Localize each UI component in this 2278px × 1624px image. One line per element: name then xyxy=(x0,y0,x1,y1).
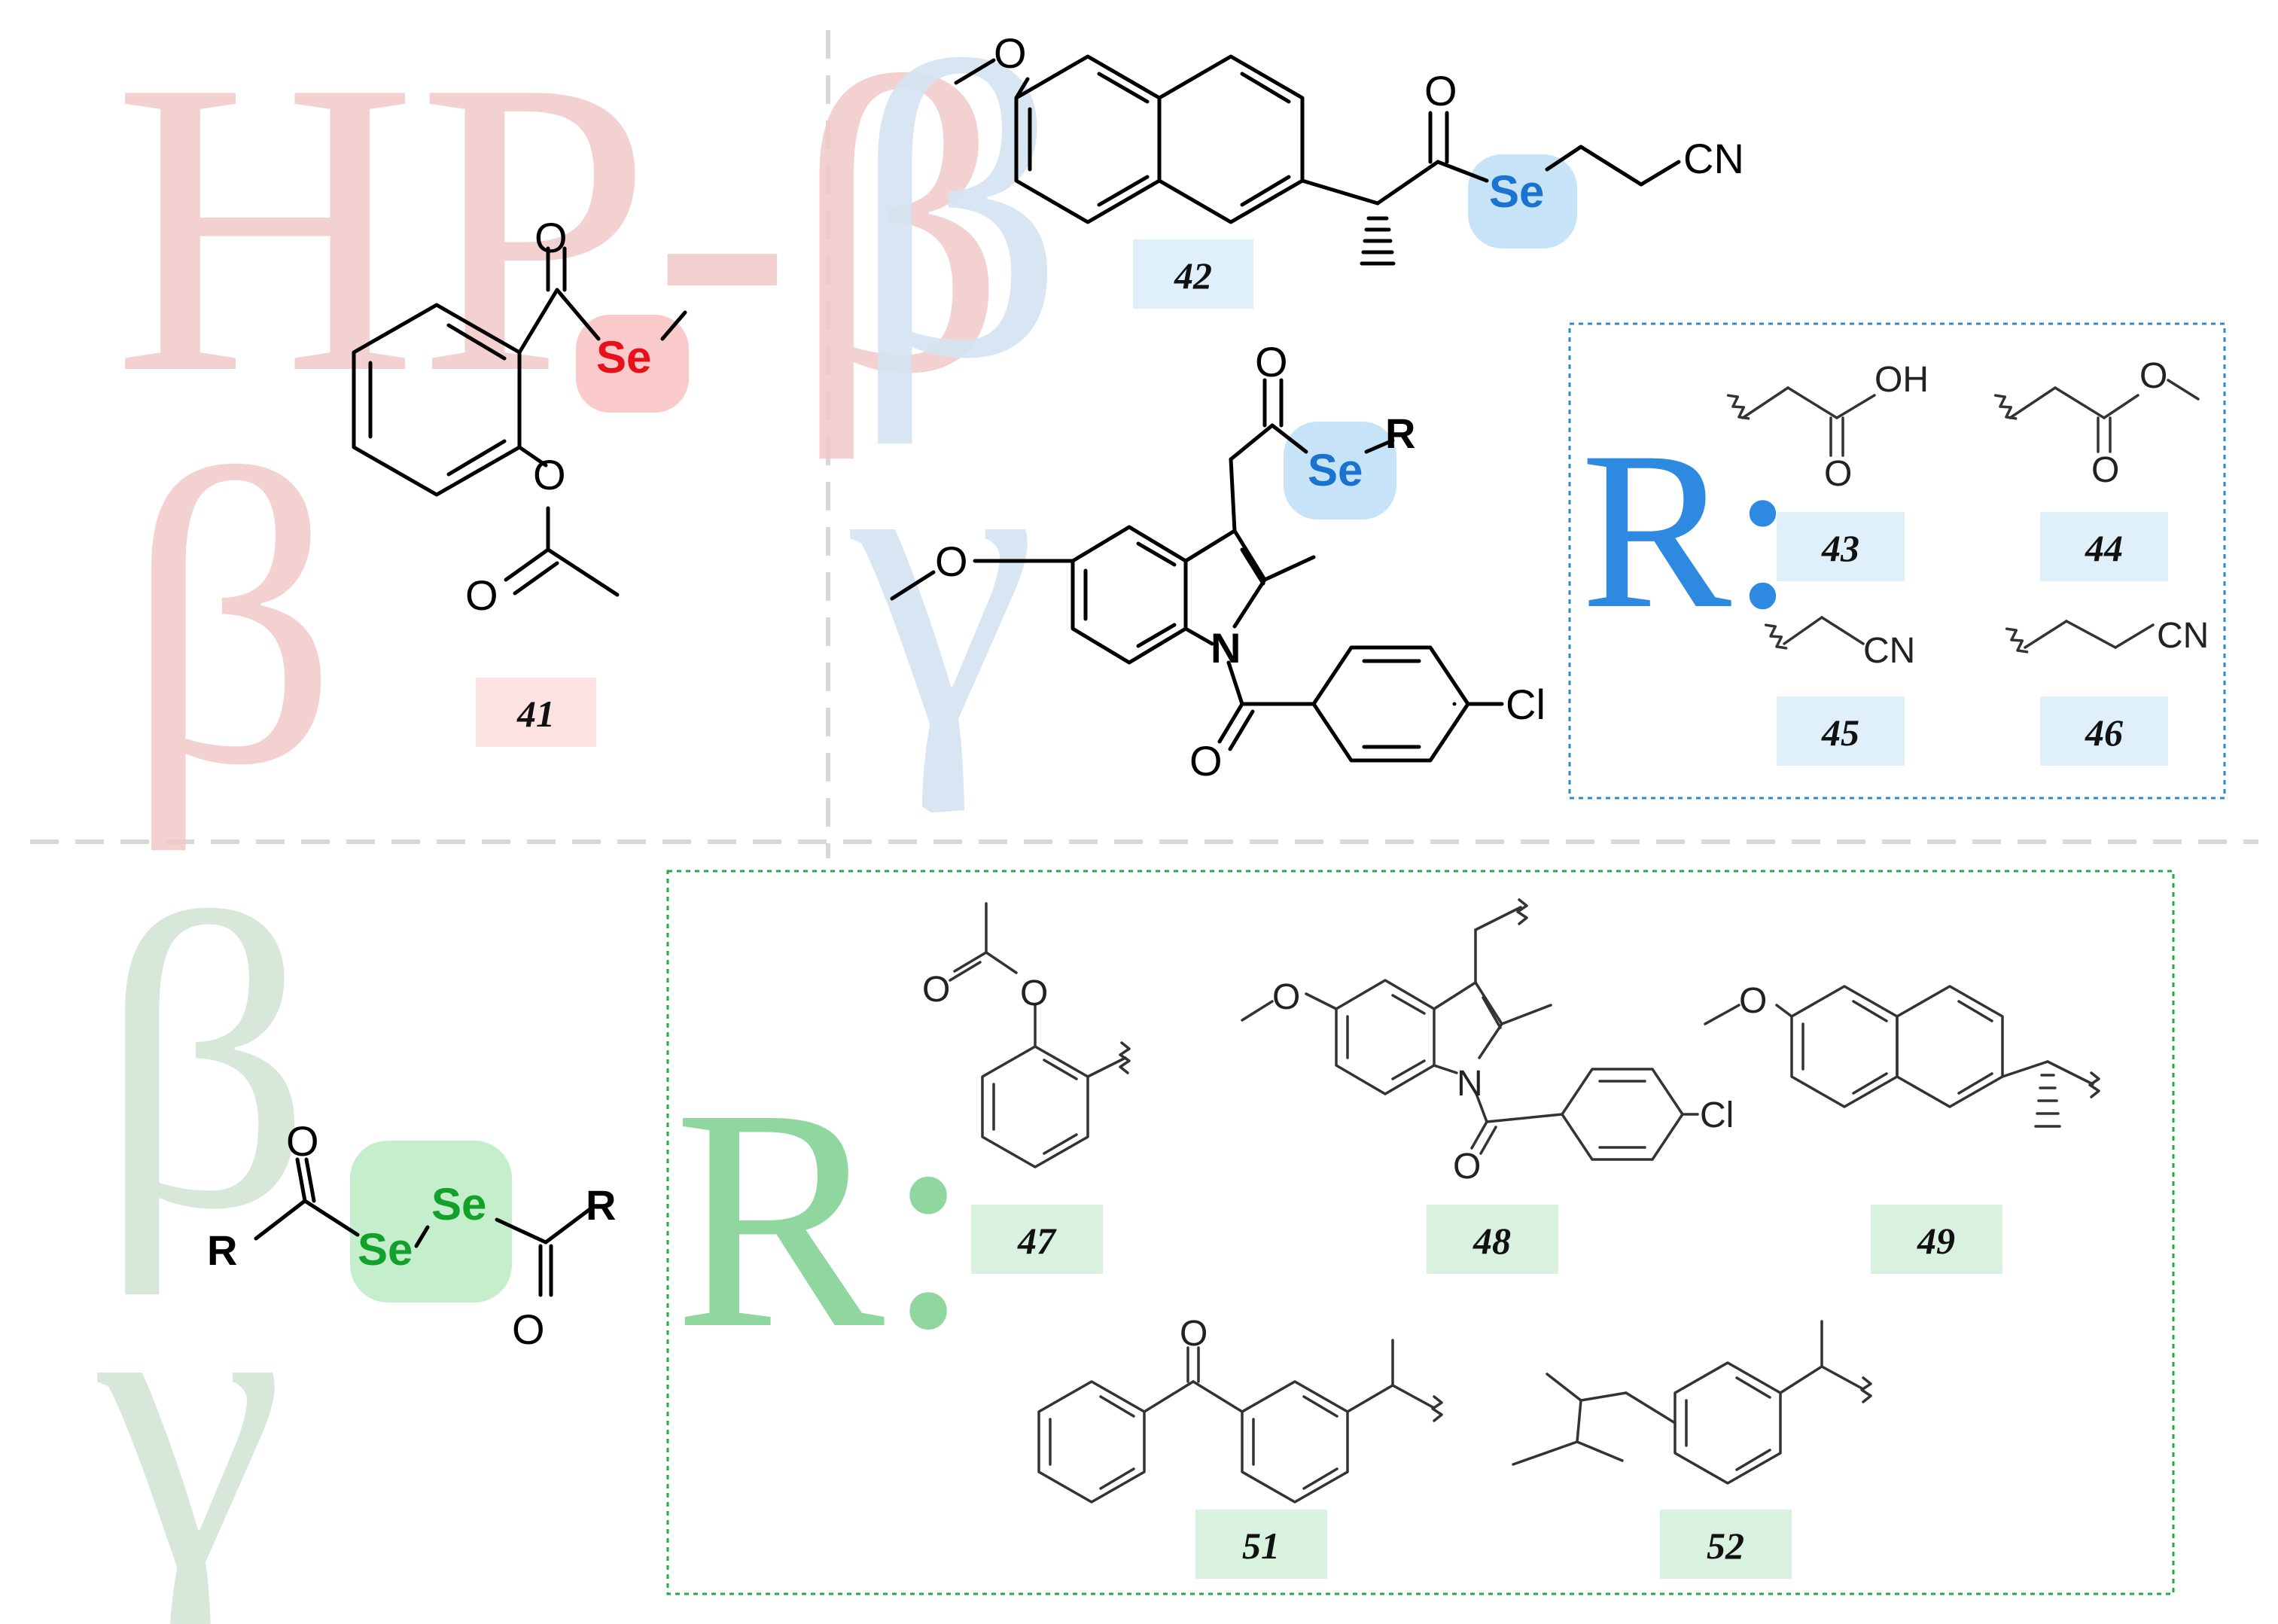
atom-cl: Cl xyxy=(1700,1095,1734,1135)
r-label-blue: R: xyxy=(1581,405,1794,655)
watermark-gamma-q3: γ xyxy=(91,1191,284,1624)
label-51: 51 xyxy=(1242,1525,1280,1567)
watermark-beta-q3: β xyxy=(98,830,312,1297)
atom-o: O xyxy=(1424,67,1457,114)
atom-cn: CN xyxy=(1863,631,1915,671)
atom-r: R xyxy=(207,1226,237,1274)
atom-se: Se xyxy=(596,332,651,382)
label-52: 52 xyxy=(1707,1525,1744,1567)
atom-o: O xyxy=(2139,356,2167,396)
label-49: 49 xyxy=(1917,1220,1955,1262)
atom-se: Se xyxy=(1308,445,1363,495)
compound-label-43: 43 xyxy=(1777,512,1905,581)
atom-o: O xyxy=(994,29,1027,77)
r-group-44: O O xyxy=(1993,356,2200,490)
atom-o: O xyxy=(1453,1147,1481,1187)
watermark-beta-q1: β xyxy=(124,385,339,853)
label-44: 44 xyxy=(2085,527,2123,569)
atom-r: R xyxy=(586,1181,616,1229)
label-43: 43 xyxy=(1821,527,1859,569)
atom-oh: OH xyxy=(1874,360,1929,400)
compound-42-structure: O O Se CN xyxy=(954,29,1744,266)
atom-o: O xyxy=(534,214,568,261)
atom-cn: CN xyxy=(1683,135,1744,182)
compound-label-45: 45 xyxy=(1777,696,1905,766)
label-42: 42 xyxy=(1174,254,1212,297)
r-group-45: CN xyxy=(1764,616,1915,671)
atom-o: O xyxy=(922,970,950,1010)
atom-o: O xyxy=(533,451,566,498)
atom-n: N xyxy=(1457,1064,1483,1104)
r-label-green: R: xyxy=(674,1044,973,1394)
r-group-47: O O xyxy=(922,902,1131,1168)
indomethacin-core-structure: O Se R O N O Cl xyxy=(890,338,1546,785)
atom-o: O xyxy=(1255,338,1288,385)
watermarks: HP-β β β γ β γ xyxy=(91,0,1065,1624)
atom-o: O xyxy=(1020,973,1048,1013)
r-group-box-blue: R: OH O O O CN xyxy=(1568,322,2226,800)
compound-label-49: 49 xyxy=(1871,1205,2002,1274)
atom-o: O xyxy=(1180,1314,1208,1354)
label-47: 47 xyxy=(1017,1220,1057,1262)
label-46: 46 xyxy=(2085,711,2123,754)
compound-label-42: 42 xyxy=(1133,239,1253,309)
label-45: 45 xyxy=(1821,711,1859,754)
atom-o: O xyxy=(1824,454,1852,494)
atom-o: O xyxy=(512,1306,545,1353)
label-48: 48 xyxy=(1472,1220,1511,1262)
compound-label-44: 44 xyxy=(2040,512,2168,581)
r-group-48: O N O Cl xyxy=(1241,898,1734,1187)
diacyl-diselenide-structure: O R Se Se R O xyxy=(207,1117,616,1353)
label-41: 41 xyxy=(516,693,555,735)
r-group-46: CN xyxy=(2005,616,2209,656)
atom-o: O xyxy=(1272,977,1300,1017)
watermark-hp-beta: HP-β xyxy=(113,0,1007,462)
compound-label-51: 51 xyxy=(1195,1510,1327,1579)
atom-o: O xyxy=(2091,450,2119,490)
atom-o: O xyxy=(1739,981,1767,1021)
se-highlight-blue xyxy=(1468,154,1577,248)
se-highlight-red xyxy=(576,315,689,413)
r-group-43: OH O xyxy=(1726,360,1929,494)
compound-label-48: 48 xyxy=(1427,1205,1558,1274)
compound-label-47: 47 xyxy=(971,1205,1103,1274)
atom-r: R xyxy=(1385,410,1415,457)
atom-se: Se xyxy=(358,1224,413,1275)
quadrant-dividers xyxy=(30,30,2258,858)
atom-cn: CN xyxy=(2157,616,2209,656)
se-highlight-blue xyxy=(1284,422,1396,519)
compound-label-52: 52 xyxy=(1660,1510,1792,1579)
atom-o: O xyxy=(935,538,968,585)
watermark-gamma-q2: γ xyxy=(844,348,1037,815)
atom-o: O xyxy=(286,1117,319,1165)
compound-label-46: 46 xyxy=(2040,696,2168,766)
atom-n: N xyxy=(1211,624,1241,672)
se-highlight-green xyxy=(350,1141,512,1303)
atom-se: Se xyxy=(1489,166,1544,217)
atom-se: Se xyxy=(431,1179,486,1229)
compound-41-structure: O Se O O xyxy=(352,214,689,619)
atom-o: O xyxy=(1189,737,1223,785)
compound-label-41: 41 xyxy=(476,678,596,747)
atom-o: O xyxy=(465,571,498,619)
r-group-51: O xyxy=(1037,1314,1443,1504)
atom-cl: Cl xyxy=(1506,681,1546,728)
r-group-49: O xyxy=(1704,981,2100,1128)
r-group-box-green: R: O O xyxy=(666,870,2175,1595)
r-group-52 xyxy=(1512,1320,1872,1485)
watermark-beta-q2: β xyxy=(851,0,1065,446)
